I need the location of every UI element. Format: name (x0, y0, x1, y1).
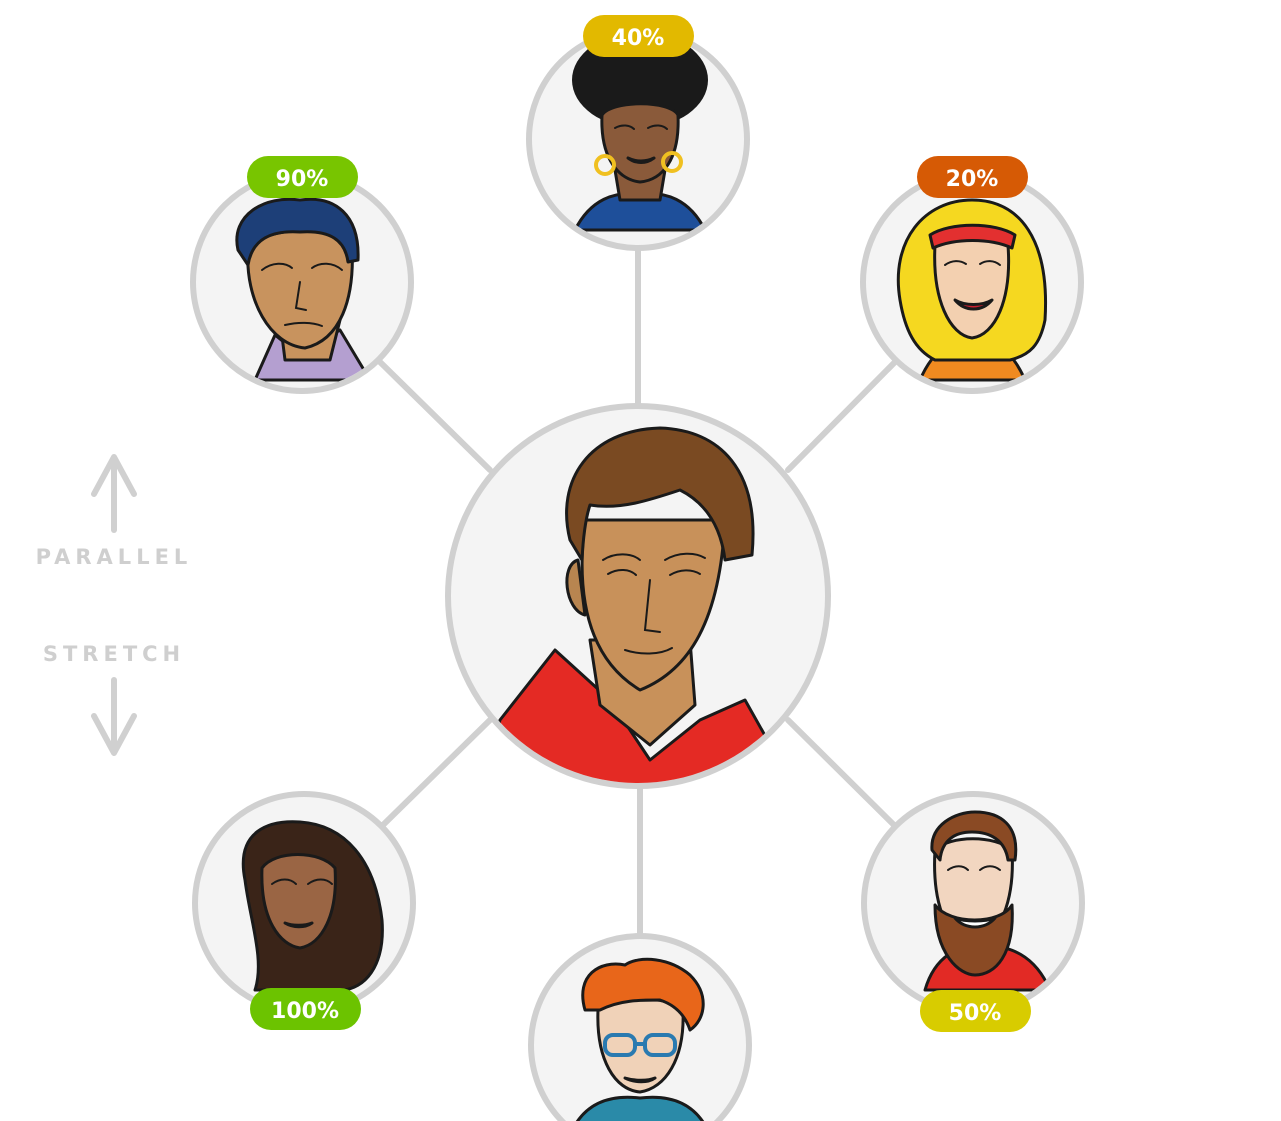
top-left-badge-label: 90% (276, 167, 329, 192)
stretch-axis: STRETCH (43, 642, 185, 756)
man-brown-hair-portrait-icon (478, 426, 792, 783)
woman-long-hair-portrait-icon (241, 820, 384, 992)
bottom-left-badge: 100% (250, 988, 361, 1030)
top-badge: 40% (583, 15, 694, 57)
arrow-up-icon (91, 454, 137, 533)
top-badge-label: 40% (612, 26, 665, 51)
man-dark-hair-portrait-icon (235, 197, 372, 382)
bearded-man-portrait-icon (923, 810, 1052, 992)
parallel-axis: PARALLEL (36, 454, 193, 569)
top-right-badge-label: 20% (946, 167, 999, 192)
top-left-member-node[interactable] (190, 170, 414, 394)
parallel-label: PARALLEL (36, 545, 193, 569)
woman-red-curls-glasses-portrait-icon (573, 957, 707, 1121)
top-right-member-node[interactable] (860, 170, 1084, 394)
bottom-right-badge: 50% (920, 990, 1031, 1032)
top-right-badge: 20% (917, 156, 1028, 198)
bottom-member-node[interactable] (528, 933, 752, 1121)
bottom-right-member-node[interactable] (861, 791, 1085, 1015)
stretch-label: STRETCH (43, 642, 185, 666)
arrow-down-icon (91, 677, 137, 756)
connectors (377, 242, 898, 939)
center-member-node[interactable] (445, 403, 831, 790)
top-left-badge: 90% (247, 156, 358, 198)
bottom-right-badge-label: 50% (949, 1001, 1002, 1026)
woman-blonde-portrait-icon (896, 198, 1048, 382)
bottom-left-badge-label: 100% (271, 999, 339, 1024)
top-member-node[interactable] (526, 27, 750, 251)
bottom-left-member-node[interactable] (192, 791, 416, 1015)
